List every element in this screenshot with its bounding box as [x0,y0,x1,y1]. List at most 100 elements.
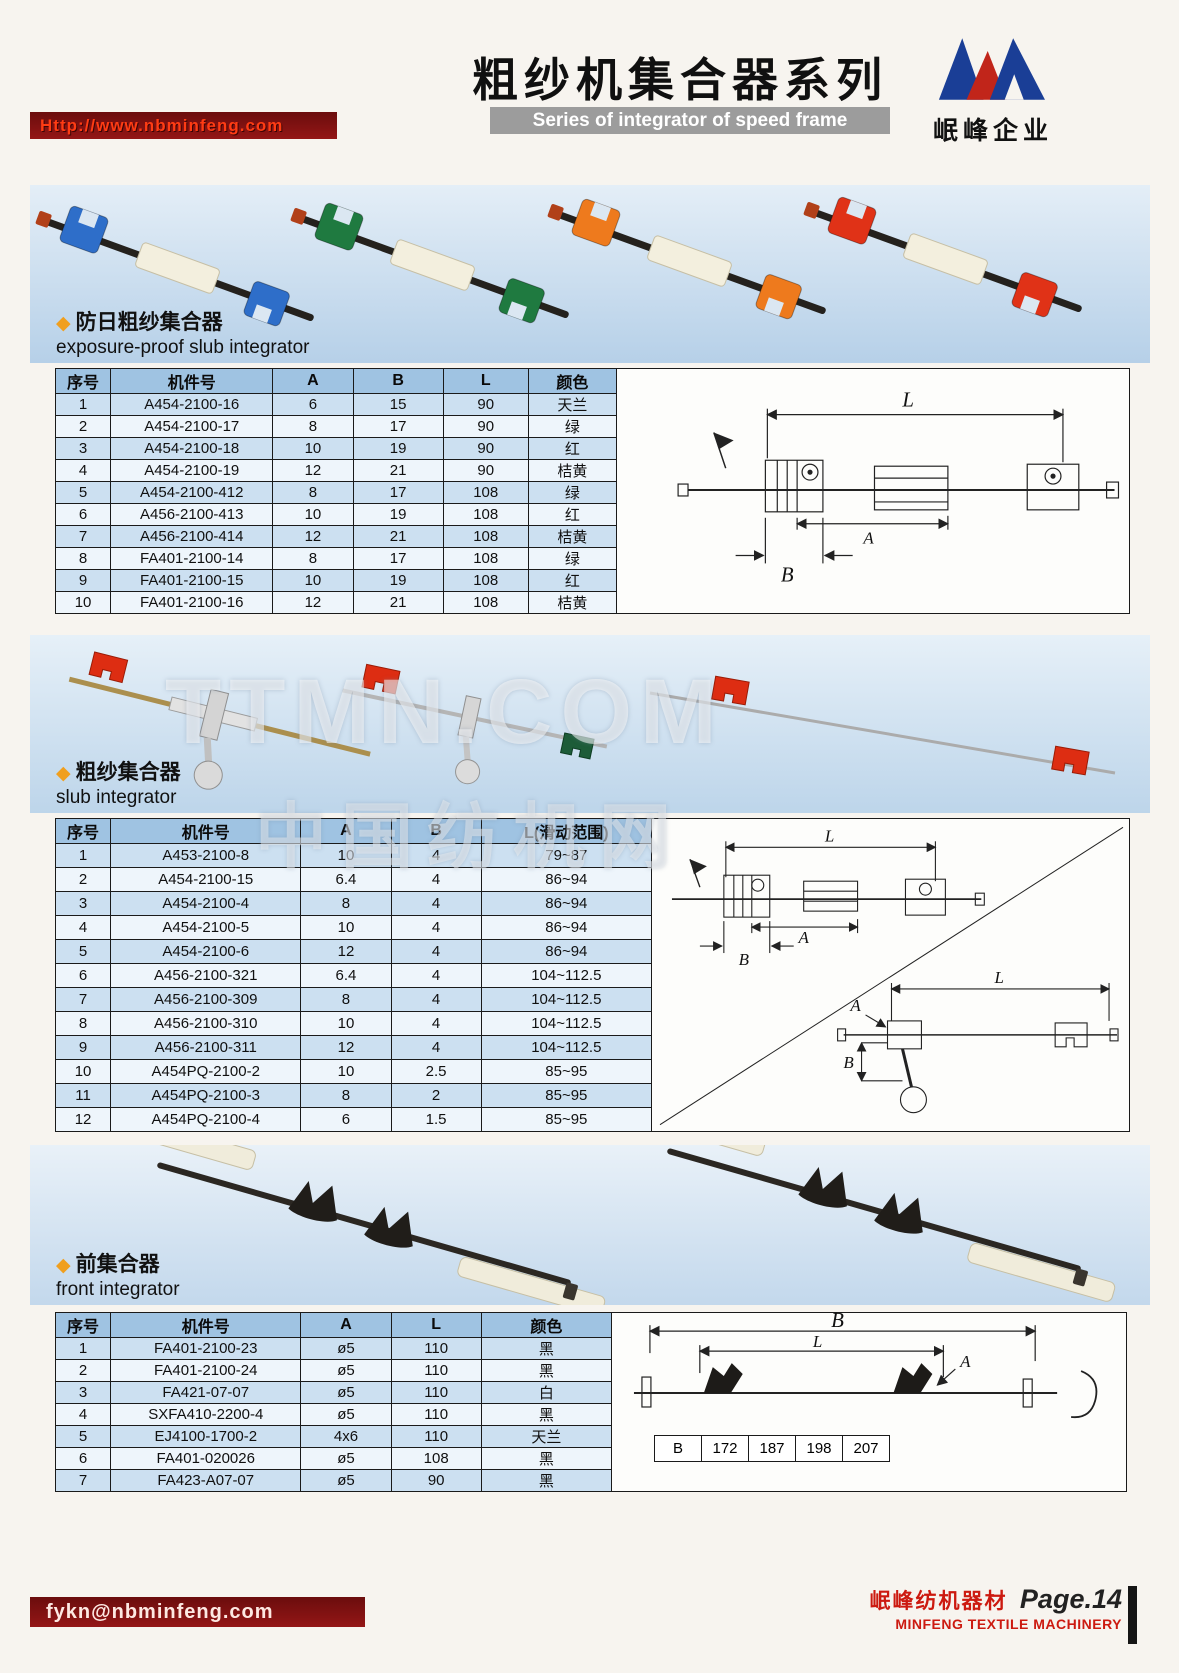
table-cell: 10 [300,1011,392,1036]
table-cell: 7 [54,987,112,1012]
table-cell: 12 [54,1107,112,1132]
table-cell: 6.4 [300,867,392,892]
table-cell: A453-2100-8 [110,843,302,868]
table-cell: 21 [352,525,444,548]
table-cell: 4 [390,891,482,916]
dim-label-b: B [831,1313,844,1332]
table-cell: B [390,818,482,844]
table-cell: 8 [300,987,392,1012]
table-cell: 4 [390,867,482,892]
table-cell: 8 [300,891,392,916]
minfeng-logo-icon [938,38,1045,100]
table-cell: 1 [54,393,112,416]
table-cell: 10 [300,1059,392,1084]
table-cell: 19 [352,503,444,526]
dim-label-b: B [843,1053,853,1072]
technical-diagram: L A B L A B [652,818,1130,1132]
table-cell: L(滑动范围) [480,818,653,844]
table-cell: 10 [272,569,354,592]
table-cell: EJ4100-1700-2 [110,1425,302,1448]
table-cell: 86~94 [480,915,653,940]
footer-company-cn: 岷峰纺机器材 [869,1590,1008,1613]
dim-label-b: B [739,950,749,969]
table-cell: 90 [442,393,529,416]
table-cell: 108 [442,503,529,526]
table-cell: 8 [272,481,354,504]
page-edge-mark [1128,1586,1137,1644]
table-cell: 8 [272,415,354,438]
table-cell: A456-2100-414 [110,525,274,548]
table-cell: 4 [390,1011,482,1036]
technical-diagram: L A B [617,368,1130,614]
table-cell: 10 [54,1059,112,1084]
table-cell: FA401-020026 [110,1447,302,1470]
table-cell: 序号 [54,818,112,844]
table-cell: 颜色 [527,368,618,394]
table-cell: 5 [54,939,112,964]
table-cell: FA401-2100-16 [110,591,274,614]
table-cell: 86~94 [480,939,653,964]
section-label: ◆粗纱集合器 slub integrator [56,756,181,809]
footer-company-en: MINFENG TEXTILE MACHINERY [895,1616,1122,1632]
table-cell: 6 [54,963,112,988]
website-url: Http://www.nbminfeng.com [40,115,284,135]
table-cell: 红 [527,437,618,460]
table-cell: 7 [54,1469,112,1492]
table-cell: 12 [300,939,392,964]
table-cell: 108 [442,481,529,504]
table-cell: 绿 [527,547,618,570]
table-cell: 104~112.5 [480,1011,653,1036]
page-subtitle: Series of integrator of speed frame [490,107,890,134]
table-cell: 红 [527,569,618,592]
dim-label-a: A [862,529,874,548]
table-cell: A454-2100-6 [110,939,302,964]
table-cell: 7 [54,525,112,548]
table-cell: 5 [54,481,112,504]
table-cell: 108 [442,525,529,548]
page-number: Page.14 [1019,1584,1122,1614]
table-cell: FA421-07-07 [110,1381,302,1404]
table-cell: 黑 [480,1447,613,1470]
table-cell: A454-2100-5 [110,915,302,940]
section-title-cn: ◆防日粗纱集合器 [56,311,223,334]
table-cell: 9 [54,1035,112,1060]
table-cell: 8 [54,547,112,570]
company-logo: 岷峰企业 [925,34,1061,147]
dim-label-b: B [781,562,794,586]
table-cell: FA401-2100-14 [110,547,274,570]
table-cell: 108 [390,1447,482,1470]
table-cell: 6.4 [300,963,392,988]
table-cell: 85~95 [480,1059,653,1084]
table-cell: 85~95 [480,1083,653,1108]
table-cell: 12 [272,525,354,548]
table-cell: 绿 [527,415,618,438]
table-cell: 10 [300,843,392,868]
table-cell: 天兰 [480,1425,613,1448]
table-cell: 110 [390,1381,482,1404]
company-name: 岷峰企业 [932,117,1053,145]
table-cell: 12 [272,591,354,614]
table-cell: A454-2100-4 [110,891,302,916]
dim-label-a: A [798,928,810,947]
table-cell: 12 [300,1035,392,1060]
table-cell: 110 [390,1425,482,1448]
table-cell: 172 [701,1435,749,1462]
table-cell: 12 [272,459,354,482]
